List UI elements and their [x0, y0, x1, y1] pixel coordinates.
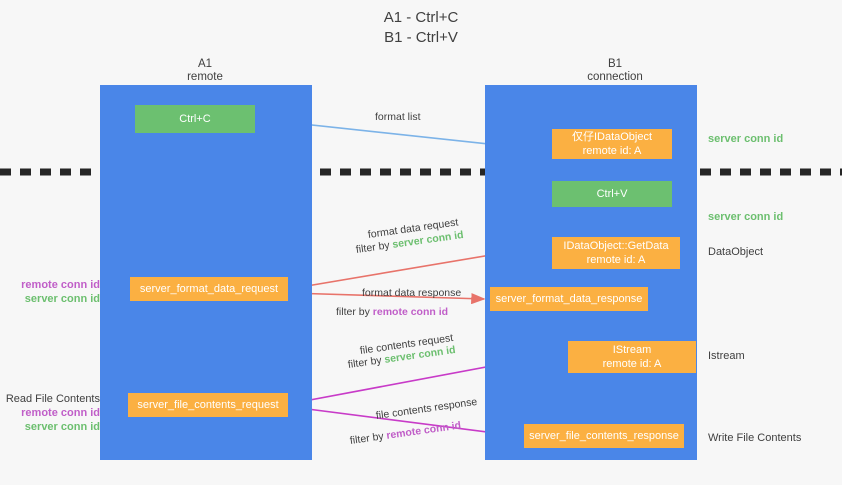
node-getdata-line2: remote id: A [586, 254, 646, 266]
node-idataobject[interactable]: 仅仔IDataObject remote id: A [552, 129, 672, 159]
node-server-format-data-request-label: server_format_data_request [139, 283, 279, 295]
filter-value-fdres: remote conn id [372, 306, 449, 318]
title-line-1: A1 - Ctrl+C [383, 9, 459, 26]
annotation-conn-ids-upper: remote conn id server conn id [8, 278, 100, 306]
node-server-file-contents-request-label: server_file_contents_request [137, 399, 279, 411]
node-ctrl-c[interactable]: Ctrl+C [135, 105, 255, 133]
node-istream-line1: IStream [612, 344, 652, 356]
annotation-server-conn-id-lower: server conn id [24, 421, 100, 433]
node-server-file-contents-response[interactable]: server_file_contents_response [524, 424, 684, 448]
annotation-istream: Istream [708, 350, 745, 362]
column-b1-sub: connection [587, 71, 643, 83]
node-server-file-contents-request[interactable]: server_file_contents_request [128, 393, 288, 417]
column-b1-name: B1 [607, 58, 623, 70]
annotation-write-file-contents: Write File Contents [708, 432, 802, 444]
node-ctrl-c-label: Ctrl+C [179, 113, 211, 125]
node-ctrl-v-label: Ctrl+V [596, 188, 628, 200]
node-istream[interactable]: IStream remote id: A [568, 341, 696, 373]
column-a1-sub: remote [187, 71, 223, 83]
column-header-a1: A1 remote [130, 58, 280, 84]
arrow-format-data-response [289, 292, 486, 305]
annotation-dataobject: DataObject [708, 246, 764, 258]
title-line-2: B1 - Ctrl+V [384, 29, 458, 46]
node-server-file-contents-response-label: server_file_contents_response [529, 430, 679, 442]
node-idataobject-line2: remote id: A [582, 145, 642, 157]
annotation-remote-conn-id-lower: remote conn id [21, 407, 100, 419]
filter-prefix-fdres: filter by [336, 306, 373, 318]
node-getdata-line1: IDataObject::GetData [563, 240, 669, 252]
arrow-label-format-data-response-filter: filter by remote conn id [336, 305, 448, 319]
node-istream-line2: remote id: A [602, 358, 662, 370]
node-server-format-data-request[interactable]: server_format_data_request [130, 277, 288, 301]
annotation-server-conn-id-mid: server conn id [708, 211, 784, 223]
annotation-remote-conn-id-upper: remote conn id [21, 279, 100, 291]
column-a1-name: A1 [197, 58, 213, 70]
arrow-file-contents-response [291, 406, 520, 440]
node-idataobject-line1: 仅仔IDataObject [571, 131, 653, 143]
node-idataobject-getdata[interactable]: IDataObject::GetData remote id: A [552, 237, 680, 269]
arrow-label-format-data-response: format data response [362, 287, 462, 299]
annotation-server-conn-id-upper: server conn id [24, 293, 100, 305]
node-ctrl-v[interactable]: Ctrl+V [552, 181, 672, 207]
node-server-format-data-response-label: server_format_data_response [495, 293, 643, 305]
annotation-read-file-contents: Read File Contents [5, 393, 100, 405]
column-header-b1: B1 connection [540, 58, 690, 84]
node-server-format-data-response[interactable]: server_format_data_response [490, 287, 648, 311]
page-title: A1 - Ctrl+C B1 - Ctrl+V [0, 8, 842, 48]
annotation-server-conn-id-top: server conn id [708, 133, 784, 145]
arrow-label-format-list: format list [375, 111, 421, 123]
annotation-read-file-contents-group: Read File Contents remote conn id server… [4, 392, 100, 434]
